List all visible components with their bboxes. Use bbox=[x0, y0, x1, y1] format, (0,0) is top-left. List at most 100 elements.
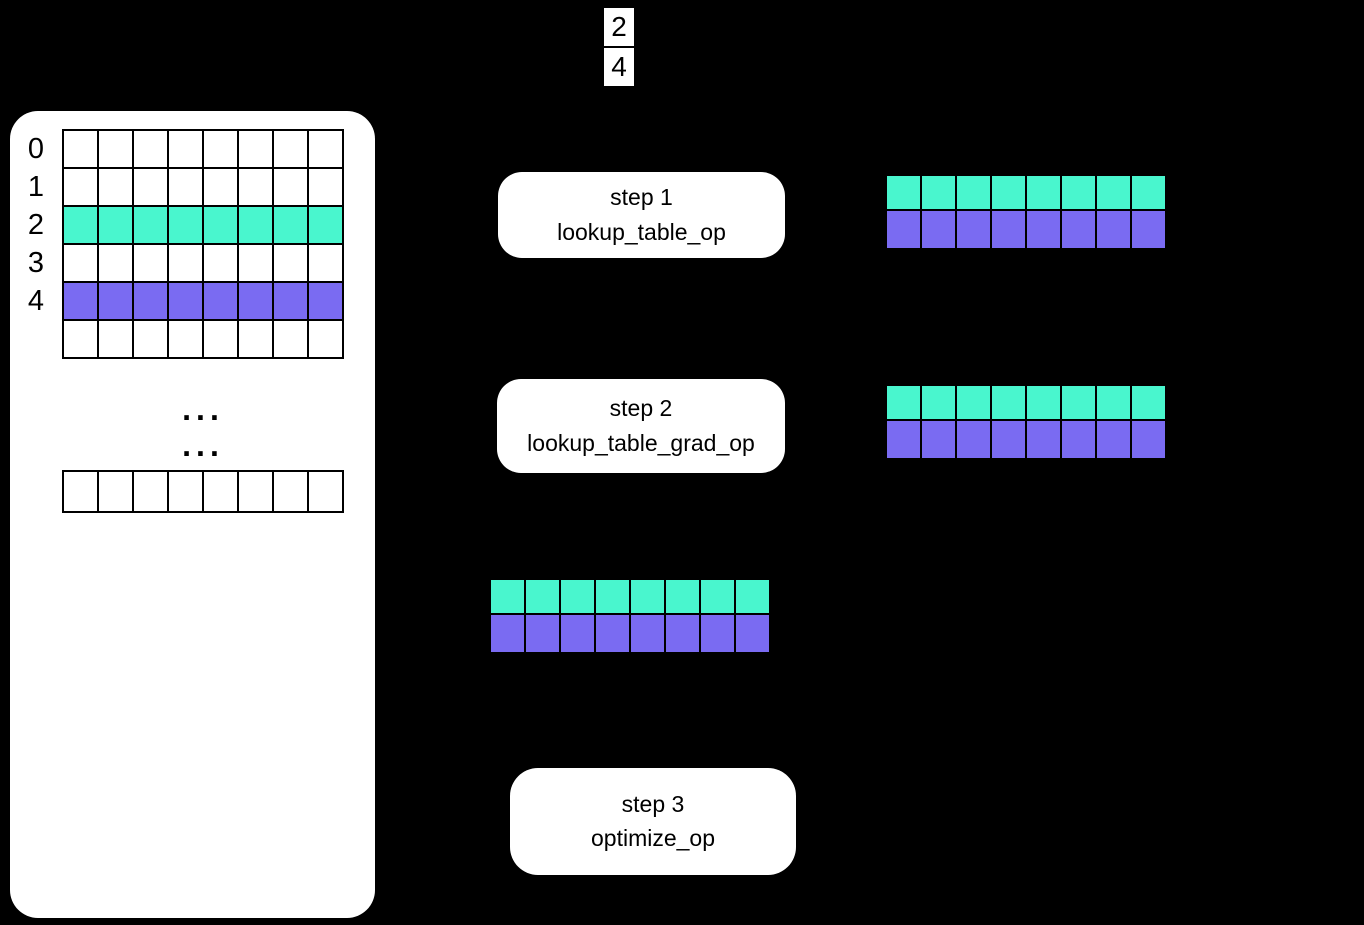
step-op-name: lookup_table_grad_op bbox=[527, 429, 755, 456]
row-label: 2 bbox=[27, 208, 45, 241]
cell bbox=[309, 207, 342, 243]
cell bbox=[204, 207, 237, 243]
cell bbox=[992, 386, 1025, 419]
cell bbox=[992, 176, 1025, 209]
step-title: step 2 bbox=[609, 395, 673, 422]
cell bbox=[204, 169, 237, 205]
cell bbox=[64, 245, 97, 281]
cell bbox=[701, 615, 734, 652]
cell bbox=[134, 321, 167, 357]
cell bbox=[1132, 176, 1165, 209]
cell bbox=[992, 211, 1025, 248]
ellipsis: ... bbox=[182, 427, 224, 463]
cell bbox=[274, 283, 307, 319]
cell bbox=[274, 245, 307, 281]
cell bbox=[64, 283, 97, 319]
cell bbox=[99, 321, 132, 357]
cell bbox=[169, 472, 202, 511]
cell bbox=[1132, 211, 1165, 248]
cell bbox=[134, 169, 167, 205]
cell bbox=[274, 321, 307, 357]
embedding-table-tail-row bbox=[62, 470, 344, 513]
cell bbox=[169, 207, 202, 243]
cell bbox=[1062, 386, 1095, 419]
cell bbox=[957, 211, 990, 248]
cell bbox=[99, 283, 132, 319]
vector-row-white bbox=[64, 245, 342, 281]
row-label: 4 bbox=[27, 284, 45, 317]
cell bbox=[64, 207, 97, 243]
cell bbox=[596, 615, 629, 652]
cell bbox=[491, 615, 524, 652]
step2-lookup-table-grad-op-box: step 2 lookup_table_grad_op bbox=[497, 379, 785, 473]
cell bbox=[1027, 211, 1060, 248]
step-op-name: optimize_op bbox=[590, 825, 716, 851]
cell bbox=[701, 580, 734, 613]
cell bbox=[309, 283, 342, 319]
step1-lookup-table-op-box: step 1 lookup_table_op bbox=[498, 172, 785, 258]
cell bbox=[922, 211, 955, 248]
cell bbox=[64, 321, 97, 357]
cell bbox=[134, 131, 167, 167]
cell bbox=[887, 386, 920, 419]
cell bbox=[204, 245, 237, 281]
embedding-table-panel: 0 1 2 3 4 ... ... bbox=[10, 111, 375, 918]
cell bbox=[887, 421, 920, 458]
cell bbox=[309, 472, 342, 511]
cell bbox=[204, 131, 237, 167]
vector-row-white bbox=[64, 169, 342, 205]
input-ids-box: 2 4 bbox=[602, 6, 636, 88]
cell bbox=[922, 421, 955, 458]
input-id-cell: 4 bbox=[604, 48, 634, 86]
cell bbox=[134, 207, 167, 243]
cell bbox=[169, 169, 202, 205]
cell bbox=[309, 131, 342, 167]
step3-optimize-op-box: step 3 optimize_op bbox=[510, 768, 796, 875]
vector-row-white bbox=[64, 472, 342, 511]
cell bbox=[596, 580, 629, 613]
cell bbox=[239, 472, 272, 511]
cell bbox=[99, 472, 132, 511]
cell bbox=[1062, 421, 1095, 458]
cell bbox=[666, 615, 699, 652]
cell bbox=[134, 245, 167, 281]
cell bbox=[922, 176, 955, 209]
cell bbox=[169, 321, 202, 357]
cell bbox=[239, 169, 272, 205]
row-label: 3 bbox=[27, 246, 45, 279]
cell bbox=[992, 421, 1025, 458]
cell bbox=[887, 211, 920, 248]
cell bbox=[526, 615, 559, 652]
cell bbox=[1132, 386, 1165, 419]
cell bbox=[134, 472, 167, 511]
cell bbox=[204, 321, 237, 357]
cell bbox=[1027, 176, 1060, 209]
cell bbox=[64, 472, 97, 511]
cell bbox=[204, 472, 237, 511]
cell bbox=[736, 615, 769, 652]
cell bbox=[1097, 386, 1130, 419]
cell bbox=[169, 245, 202, 281]
row-label: 0 bbox=[27, 132, 45, 165]
vector-row-purple bbox=[887, 421, 1165, 458]
cell bbox=[134, 283, 167, 319]
cell bbox=[99, 207, 132, 243]
cell bbox=[99, 245, 132, 281]
cell bbox=[239, 245, 272, 281]
row-label-column: 0 1 2 3 4 bbox=[16, 131, 56, 319]
cell bbox=[1097, 421, 1130, 458]
cell bbox=[309, 321, 342, 357]
cell bbox=[309, 169, 342, 205]
cell bbox=[561, 580, 594, 613]
cell bbox=[631, 615, 664, 652]
cell bbox=[1097, 176, 1130, 209]
cell bbox=[666, 580, 699, 613]
cell bbox=[239, 283, 272, 319]
row-label: 1 bbox=[27, 170, 45, 203]
cell bbox=[631, 580, 664, 613]
cell bbox=[204, 283, 237, 319]
cell bbox=[169, 131, 202, 167]
cell bbox=[1062, 211, 1095, 248]
cell bbox=[274, 131, 307, 167]
input-id-cell: 2 bbox=[604, 8, 634, 46]
